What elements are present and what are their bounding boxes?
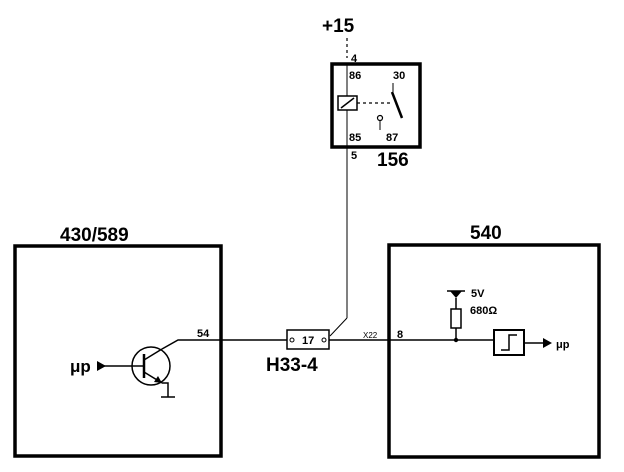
connector-pin: 17 — [302, 335, 314, 347]
module-right-id: 540 — [470, 223, 502, 244]
collector-wire — [161, 339, 221, 350]
relay-terminal-85: 85 — [349, 132, 361, 144]
relay-contact-87 — [376, 114, 384, 122]
relay-switch-blade — [390, 91, 404, 119]
connector-h33-4: 17 H33-4 — [266, 329, 330, 376]
output-arrow-icon — [543, 338, 552, 348]
relay-156: 4 86 30 85 87 156 5 — [330, 53, 422, 171]
resistor-value: 680Ω — [470, 305, 497, 317]
relay-id: 156 — [377, 150, 409, 171]
module-left-pin: 54 — [197, 328, 210, 340]
supply-label: +15 — [322, 16, 355, 37]
wire-relay-diagonal — [329, 317, 348, 337]
module-left-box — [13, 244, 223, 458]
module-left-signal: μp — [70, 357, 91, 376]
relay-terminal-30: 30 — [393, 70, 405, 82]
module-right-pin: 8 — [397, 329, 403, 341]
module-right-signal: μp — [556, 339, 570, 351]
connector-pin-left — [289, 337, 295, 343]
module-430-589: 430/589 μp 54 — [13, 225, 223, 458]
relay-terminal-87: 87 — [386, 132, 398, 144]
emitter-arrow-icon — [154, 376, 162, 383]
base-arrow-icon — [97, 361, 106, 371]
schmitt-symbol-icon — [501, 334, 517, 351]
wire-code: X22 — [363, 331, 378, 340]
connector-body — [286, 329, 330, 350]
connector-pin-right — [321, 337, 327, 343]
module-540: 540 X22 8 5V 680Ω μp — [363, 223, 601, 459]
module-left-id: 430/589 — [60, 225, 129, 246]
connector-id: H33-4 — [266, 355, 318, 376]
pullup-resistor — [450, 308, 462, 329]
relay-box — [330, 62, 422, 149]
emitter-ground-wire — [162, 382, 169, 397]
supply-arrow-icon — [450, 291, 462, 298]
module-right-box — [387, 243, 601, 459]
relay-pin-bottom: 5 — [351, 150, 357, 162]
relay-pin-top: 4 — [351, 53, 358, 65]
transistor-collector — [143, 348, 163, 361]
relay-terminal-86: 86 — [349, 70, 361, 82]
supply-voltage: 5V — [471, 288, 485, 300]
relay-coil-mark — [340, 97, 355, 109]
